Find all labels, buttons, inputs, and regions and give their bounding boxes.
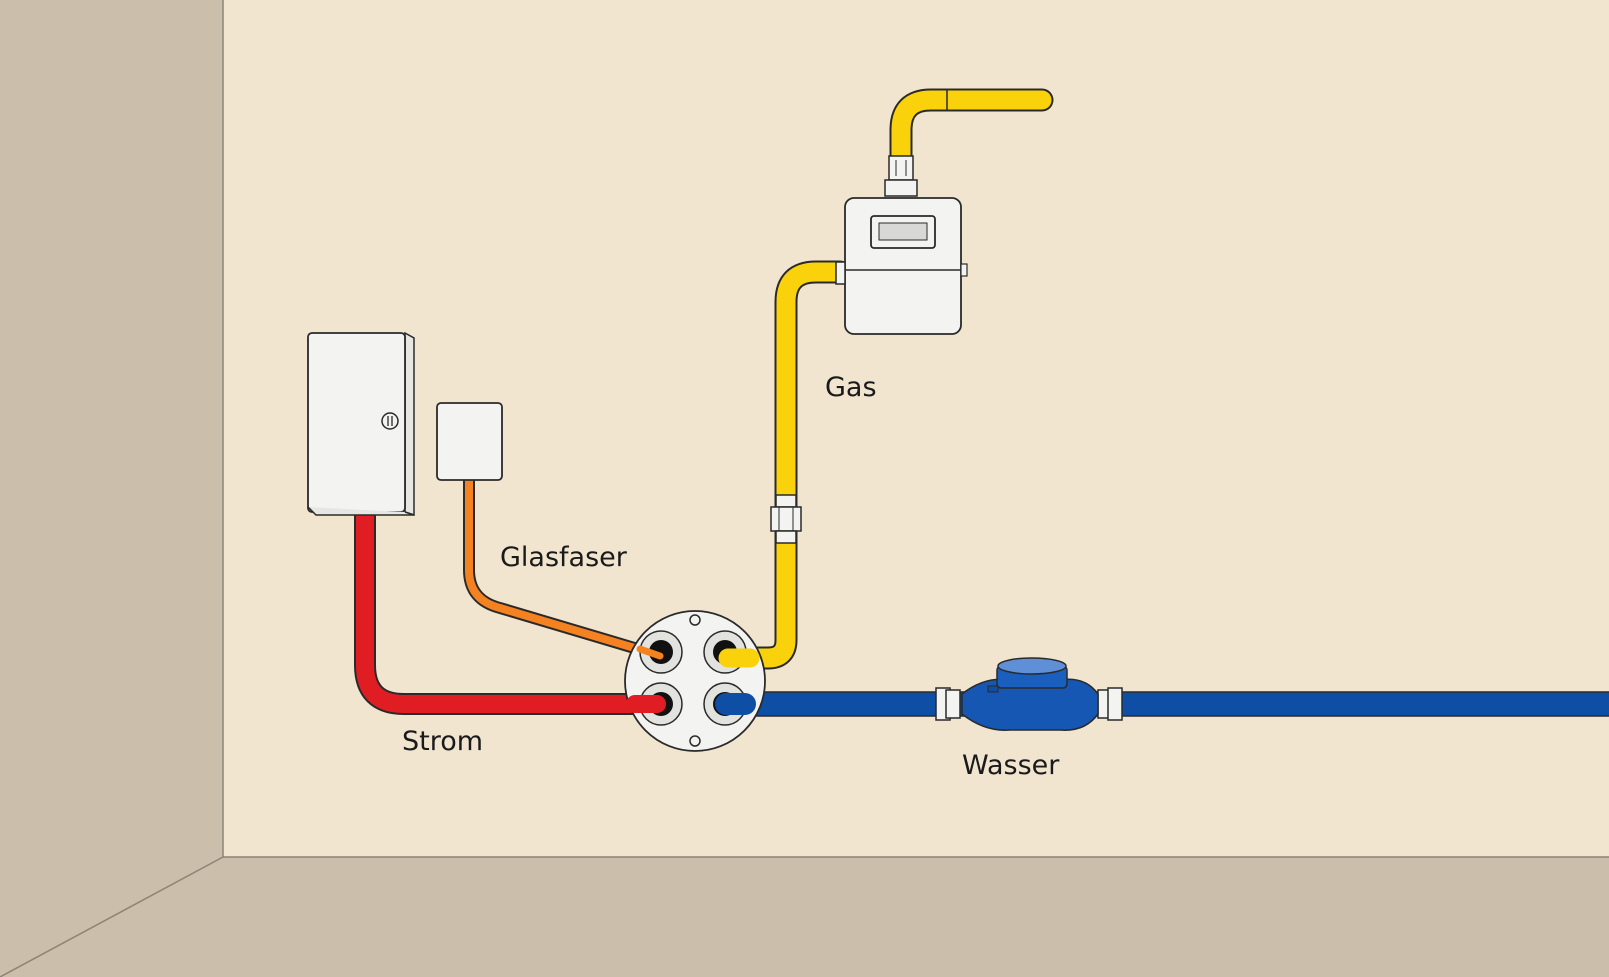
mounting-screw-top bbox=[689, 614, 701, 626]
cabinet-lock-icon bbox=[381, 412, 399, 430]
label-wasser: Wasser bbox=[962, 750, 1060, 781]
water-coupling-left bbox=[935, 687, 961, 721]
gas-pipe bbox=[711, 88, 1054, 670]
mounting-screw-bottom bbox=[689, 735, 701, 747]
water-meter bbox=[961, 657, 1099, 731]
gas-meter bbox=[835, 197, 968, 335]
gas-union-fitting bbox=[770, 494, 802, 544]
left-side-wall bbox=[0, 0, 223, 977]
multi-line-wall-entry bbox=[624, 610, 766, 752]
gas-meter-display bbox=[878, 222, 928, 241]
label-strom: Strom bbox=[402, 726, 483, 757]
glasfaser-cable bbox=[463, 472, 664, 661]
glasfaser-cable-end bbox=[636, 645, 664, 660]
entry-port-glasfaser bbox=[639, 630, 683, 674]
strom-cable bbox=[354, 502, 666, 715]
electrical-cabinet bbox=[307, 331, 415, 517]
fiber-optic-box bbox=[436, 402, 503, 481]
label-gas: Gas bbox=[825, 372, 877, 403]
gas-meter-top-fitting bbox=[884, 155, 918, 197]
floor-corner-line bbox=[0, 856, 224, 977]
floor bbox=[0, 857, 1609, 977]
water-coupling-right bbox=[1097, 687, 1123, 721]
label-glasfaser: Glasfaser bbox=[500, 542, 628, 573]
